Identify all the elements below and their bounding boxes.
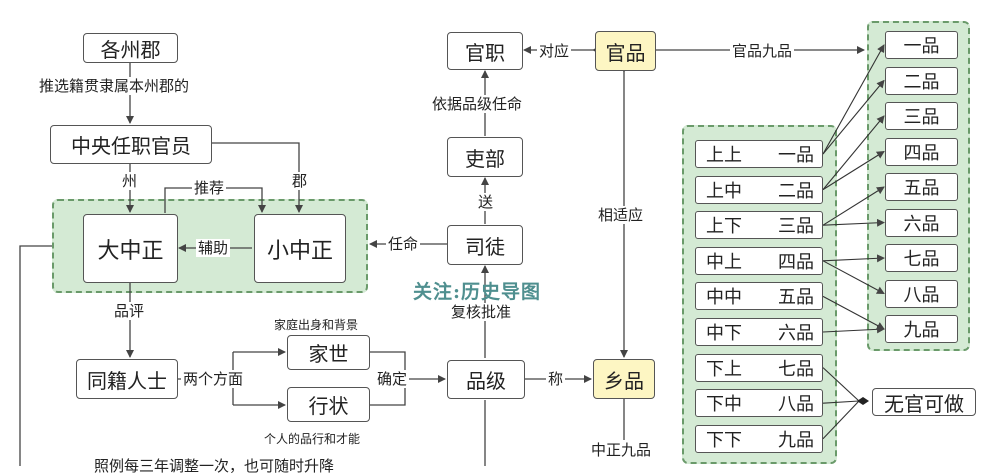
label-song: 送 bbox=[476, 193, 496, 211]
guan-rank-item: 五品 bbox=[885, 173, 958, 201]
label-tuijian: 推荐 bbox=[192, 179, 227, 197]
xiang-rank-pin: 六品 bbox=[778, 323, 814, 344]
node-libu: 吏部 bbox=[447, 137, 523, 177]
mapping-line bbox=[822, 44, 885, 155]
mapping-line bbox=[822, 260, 885, 294]
node-tongji: 同籍人士 bbox=[76, 359, 178, 399]
guan-rank-item: 一品 bbox=[885, 31, 958, 59]
xiang-rank-grade: 中中 bbox=[706, 287, 742, 309]
node-situ: 司徒 bbox=[447, 225, 523, 265]
guan-rank-item: 七品 bbox=[885, 244, 958, 272]
guan-rank-item: 六品 bbox=[885, 208, 958, 237]
xiang-rank-grade: 中下 bbox=[706, 323, 742, 344]
guan-rank-item: 二品 bbox=[885, 66, 958, 95]
mapping-line bbox=[822, 218, 885, 227]
mapping-line bbox=[822, 400, 860, 440]
label-fuhe: 复核批准 bbox=[449, 303, 514, 321]
xiang-rank-item: 中上 四品 bbox=[695, 246, 823, 275]
guan-rank-item: 三品 bbox=[885, 102, 958, 130]
xiang-rank-grade: 下中 bbox=[706, 394, 742, 416]
xiang-rank-item: 上上 一品 bbox=[695, 140, 823, 168]
guan-rank-item: 四品 bbox=[885, 137, 958, 166]
node-jiashi: 家世 bbox=[287, 335, 370, 370]
label-tuixuan: 推选籍贯隶属本州郡的 bbox=[37, 77, 192, 95]
watermark: 关注:历史导图 bbox=[413, 281, 542, 303]
node-wuguan: 无官可做 bbox=[872, 388, 976, 416]
xiang-rank-pin: 四品 bbox=[778, 251, 814, 273]
node-guanpin: 官品 bbox=[595, 31, 656, 71]
guan-rank-item: 八品 bbox=[885, 279, 958, 308]
label-cheng: 称 bbox=[546, 370, 566, 388]
label-pinping: 品评 bbox=[112, 302, 147, 320]
label-zhou: 州 bbox=[120, 172, 140, 190]
xiang-rank-grade: 上下 bbox=[706, 216, 742, 238]
label-geren: 个人的品行和才能 bbox=[264, 432, 361, 446]
node-xiangpin: 乡品 bbox=[593, 359, 655, 399]
label-jiating: 家庭出身和背景 bbox=[274, 318, 359, 332]
label-bottom-cut: 照例每三年调整一次，也可随时升降 bbox=[92, 457, 337, 475]
xiang-rank-item: 下中 八品 bbox=[695, 389, 823, 418]
guan-rank-item: 九品 bbox=[885, 315, 958, 343]
node-xingzhuang: 行状 bbox=[287, 387, 370, 422]
node-dazhongzheng: 大中正 bbox=[83, 214, 178, 283]
xiang-rank-pin: 九品 bbox=[778, 429, 814, 451]
label-jun: 郡 bbox=[290, 172, 310, 190]
xiang-rank-pin: 八品 bbox=[778, 394, 814, 416]
xiang-rank-item: 下下 九品 bbox=[695, 424, 823, 453]
mapping-line bbox=[822, 325, 885, 334]
node-xiaozhongzheng: 小中正 bbox=[254, 214, 346, 283]
xiang-rank-item: 中下 六品 bbox=[695, 318, 823, 346]
label-duiying: 对应 bbox=[537, 42, 572, 60]
xiang-rank-grade: 上中 bbox=[706, 180, 742, 202]
label-liangge: 两个方面 bbox=[181, 370, 246, 388]
xiang-rank-grade: 中上 bbox=[706, 251, 742, 273]
node-guanzhi: 官职 bbox=[447, 32, 523, 70]
label-yiju: 依据品级任命 bbox=[430, 95, 525, 113]
xiang-rank-item: 下上 七品 bbox=[695, 353, 823, 382]
label-xiangshi: 相适应 bbox=[596, 206, 646, 224]
label-fuzhu: 辅助 bbox=[196, 239, 231, 257]
xiang-rank-item: 上下 三品 bbox=[695, 211, 823, 240]
label-zhongzheng: 中正九品 bbox=[589, 441, 654, 459]
mapping-line bbox=[822, 367, 860, 402]
xiang-rank-pin: 一品 bbox=[778, 145, 814, 166]
mapping-line bbox=[822, 186, 885, 226]
xiang-rank-grade: 下上 bbox=[706, 358, 742, 380]
xiang-rank-pin: 五品 bbox=[778, 287, 814, 309]
xiang-rank-grade: 上上 bbox=[706, 145, 742, 166]
xiang-rank-pin: 三品 bbox=[778, 216, 814, 238]
xiang-rank-pin: 二品 bbox=[778, 180, 814, 202]
mapping-line bbox=[822, 150, 885, 191]
label-queding: 确定 bbox=[375, 370, 410, 388]
label-guanpinjiu: 官品九品 bbox=[730, 42, 795, 60]
xiang-rank-grade: 下下 bbox=[706, 429, 742, 451]
node-gezhoujun: 各州郡 bbox=[83, 33, 178, 63]
label-renming: 任命 bbox=[386, 235, 421, 253]
mapping-line bbox=[822, 254, 885, 263]
xiang-rank-item: 上中 二品 bbox=[695, 175, 823, 204]
node-zhongyang: 中央任职官员 bbox=[50, 125, 212, 164]
node-pinji: 品级 bbox=[447, 360, 525, 399]
mapping-line bbox=[822, 79, 885, 155]
mapping-line bbox=[822, 400, 860, 404]
xiang-rank-item: 中中 五品 bbox=[695, 282, 823, 311]
mapping-line bbox=[822, 115, 885, 190]
xiang-rank-pin: 七品 bbox=[778, 358, 814, 380]
mapping-line bbox=[822, 295, 885, 330]
